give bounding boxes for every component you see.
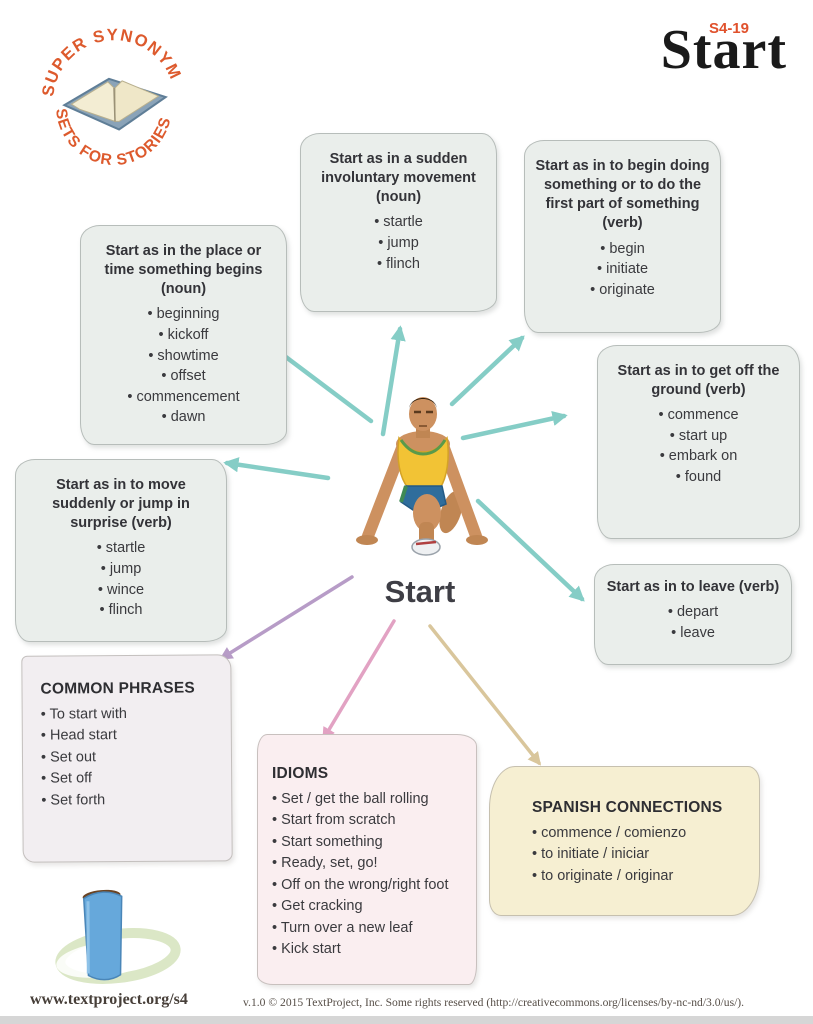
box-title: Start as in to leave (verb) [606, 579, 780, 595]
list-item: showtime [91, 346, 276, 367]
list-item: flinch [311, 254, 486, 275]
center-word: Start [384, 574, 456, 609]
synonym-box-sudden-movement: Start as in a sudden involuntary movemen… [300, 133, 497, 312]
page-title: Start [660, 19, 787, 81]
sheet-code: S4-19 [708, 20, 749, 37]
footer-copyright: v.1.0 © 2015 TextProject, Inc. Some righ… [243, 996, 745, 1009]
panel-heading: SPANISH CONNECTIONS [532, 799, 723, 816]
list-item: startle [311, 212, 486, 233]
list-item: Kick start [272, 939, 468, 960]
phrase-list: To start withHead startSet outSet offSet… [41, 703, 218, 811]
spanish-connections-box: SPANISH CONNECTIONS commence / comienzot… [489, 766, 760, 916]
list-item: Head start [41, 725, 217, 748]
list-item: Set off [41, 768, 217, 791]
synonym-list: departleave [605, 602, 781, 643]
list-item: kickoff [91, 325, 276, 346]
list-item: leave [605, 623, 781, 644]
list-item: dawn [91, 407, 276, 428]
list-item: initiate [535, 259, 710, 280]
list-item: startle [26, 538, 216, 559]
arrow-to-common-phrases [219, 575, 354, 660]
synonym-list: startlejumpwinceflinch [26, 538, 216, 620]
list-item: originate [535, 280, 710, 301]
synonym-box-leave: Start as in to leave (verb) departleave [594, 564, 792, 665]
list-item: Ready, set, go! [272, 853, 468, 874]
list-item: offset [91, 366, 276, 387]
sprinter-graphic [356, 397, 488, 556]
footer-url: www.textproject.org/s4 [30, 991, 188, 1008]
list-item: Turn over a new leaf [272, 918, 468, 939]
list-item: beginning [91, 304, 276, 325]
runner-illustration [352, 386, 492, 566]
idiom-list: Set / get the ball rollingStart from scr… [272, 789, 468, 961]
list-item: jump [26, 559, 216, 580]
list-item: Start from scratch [272, 810, 468, 831]
list-item: Set forth [41, 789, 217, 812]
list-item: commence / comienzo [532, 823, 743, 844]
list-item: to originate / originar [532, 866, 743, 887]
list-item: start up [608, 426, 789, 447]
list-item: Get cracking [272, 896, 468, 917]
list-item: To start with [41, 703, 217, 726]
textproject-logo [42, 880, 182, 990]
list-item: to initiate / iniciar [532, 844, 743, 865]
synonym-box-move-suddenly: Start as in to move suddenly or jump in … [15, 459, 227, 642]
list-item: flinch [26, 600, 216, 621]
list-item: Off on the wrong/right foot [272, 875, 468, 896]
synonym-box-place-or-time: Start as in the place or time something … [80, 225, 287, 445]
arrow-to-move-suddenly [223, 457, 331, 481]
list-item: commence [608, 405, 789, 426]
synonym-list: startlejumpflinch [311, 212, 486, 274]
box-title: Start as in to get off the ground (verb) [617, 363, 780, 399]
list-item: begin [535, 239, 710, 260]
common-phrases-box: COMMON PHRASES To start withHead startSe… [21, 654, 233, 863]
list-item: Set out [41, 746, 217, 769]
super-synonym-logo: SUPER SYNONYM SETS FOR STORIES [38, 16, 190, 168]
page-edge-strip [0, 1016, 813, 1024]
box-title: Start as in a sudden involuntary movemen… [321, 151, 476, 206]
arrow-to-idioms [322, 619, 396, 741]
panel-heading: COMMON PHRASES [40, 679, 195, 698]
synonym-list: beginningkickoffshowtimeoffsetcommenceme… [91, 304, 276, 427]
logo-graphic: SUPER SYNONYM SETS FOR STORIES [38, 25, 184, 168]
idioms-box: IDIOMS Set / get the ball rollingStart f… [257, 734, 477, 985]
synonym-box-get-off-ground: Start as in to get off the ground (verb)… [597, 345, 800, 539]
synonym-list: commencestart upembark onfound [608, 405, 789, 487]
spanish-list: commence / comienzoto initiate / iniciar… [532, 823, 743, 887]
list-item: Start something [272, 832, 468, 853]
list-item: jump [311, 233, 486, 254]
synonym-list: begininitiateoriginate [535, 239, 710, 301]
synonym-box-begin: Start as in to begin doing something or … [524, 140, 721, 333]
box-title: Start as in to move suddenly or jump in … [52, 477, 190, 532]
list-item: Set / get the ball rolling [272, 789, 468, 810]
list-item: depart [605, 602, 781, 623]
list-item: commencement [91, 387, 276, 408]
box-title: Start as in the place or time something … [104, 243, 263, 298]
list-item: wince [26, 580, 216, 601]
box-title: Start as in to begin doing something or … [535, 158, 710, 232]
list-item: found [608, 467, 789, 488]
open-book-icon [62, 77, 168, 131]
textproject-book-icon [55, 889, 181, 984]
panel-heading: IDIOMS [272, 765, 329, 782]
list-item: embark on [608, 446, 789, 467]
